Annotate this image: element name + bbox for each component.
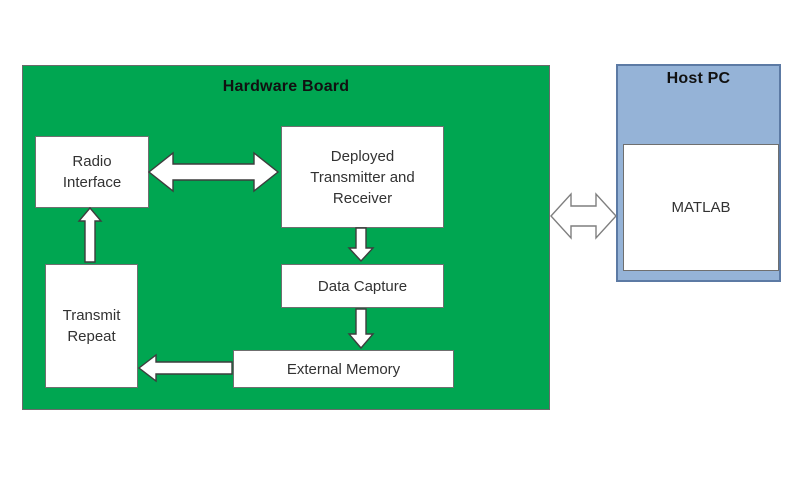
- external-memory-label: External Memory: [286, 360, 401, 378]
- radio-interface-label: Radio Interface: [62, 153, 122, 191]
- matlab-label: MATLAB: [671, 199, 731, 216]
- board-hostpc-double-arrow-icon: [550, 192, 617, 240]
- node-radio-interface: Radio Interface: [35, 136, 149, 208]
- hardware-board-container: Hardware Board Radio Interface Deployed …: [22, 65, 550, 410]
- host-pc-title: Host PC: [666, 70, 731, 87]
- node-data-capture: Data Capture: [281, 264, 444, 308]
- transmit-repeat-label: Transmit Repeat: [62, 307, 121, 345]
- node-transmit-repeat: Transmit Repeat: [45, 264, 138, 388]
- host-pc-container: Host PC MATLAB: [616, 64, 781, 282]
- node-deployed-transmitter-receiver: Deployed Transmitter and Receiver: [281, 126, 444, 228]
- hardware-board-title: Hardware Board: [222, 78, 350, 95]
- data-capture-label: Data Capture: [317, 277, 408, 295]
- node-external-memory: External Memory: [233, 350, 454, 388]
- deployed-transmitter-receiver-label: Deployed Transmitter and Receiver: [310, 147, 415, 207]
- node-matlab: MATLAB: [623, 144, 779, 271]
